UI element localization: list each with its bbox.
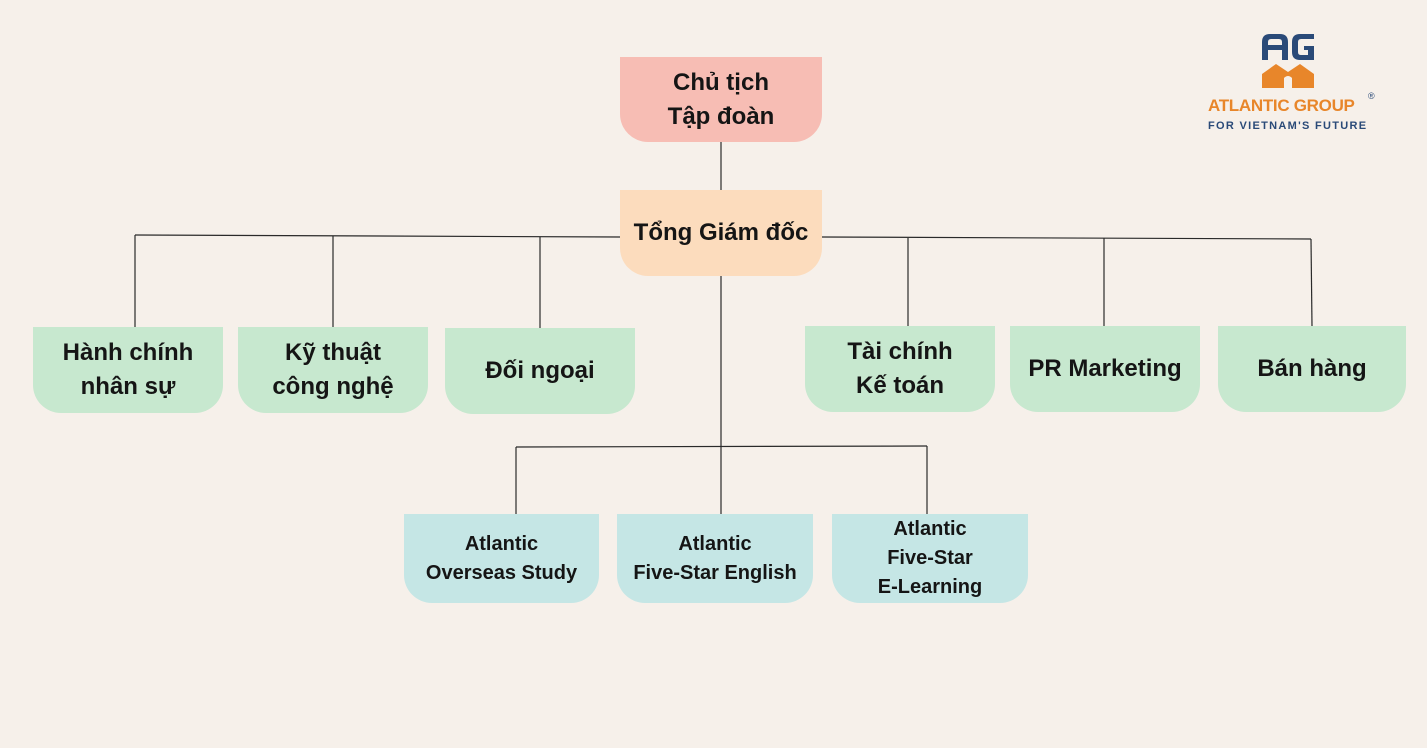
department-pr-label: PR Marketing	[1028, 355, 1182, 382]
department-tech-label: Kỹ thuật công nghệ	[272, 339, 394, 400]
subsidiary-overseas-study-box: Atlantic Overseas Study	[404, 514, 599, 603]
department-pr-box: PR Marketing	[1010, 326, 1200, 412]
chairman-box: Chủ tịch Tập đoàn	[620, 57, 822, 142]
subsidiary-e-learning-label: Atlantic Five-Star E-Learning	[877, 518, 983, 598]
department-external-label: Đối ngoại	[485, 357, 595, 384]
connector-subs-bus	[515, 445, 928, 448]
department-hr-label: Hành chính nhân sự	[62, 339, 194, 400]
department-sales-label: Bán hàng	[1257, 355, 1367, 382]
connector-bus-left	[134, 234, 621, 238]
subsidiary-five-star-english-box: Atlantic Five-Star English	[617, 514, 813, 603]
subsidiary-five-star-english-label: Atlantic Five-Star English	[633, 532, 797, 584]
department-tech-box: Kỹ thuật công nghệ	[238, 327, 428, 413]
connector-dept-6	[1310, 238, 1313, 327]
department-external-box: Đối ngoại	[445, 328, 635, 414]
chairman-label: Chủ tịch Tập đoàn	[667, 68, 775, 130]
department-finance-box: Tài chính Kế toán	[805, 326, 995, 412]
logo-name: ATLANTIC GROUP	[1208, 96, 1355, 115]
ceo-box: Tổng Giám đốc	[620, 190, 822, 276]
connector-bus-right	[821, 236, 1312, 240]
logo-mark-icon	[1262, 34, 1314, 88]
subsidiary-e-learning-box: Atlantic Five-Star E-Learning	[832, 514, 1028, 603]
company-logo: ATLANTIC GROUP ® FOR VIETNAM'S FUTURE	[1202, 30, 1382, 140]
subsidiary-overseas-study-label: Atlantic Overseas Study	[425, 532, 578, 584]
ceo-label: Tổng Giám đốc	[633, 219, 809, 246]
department-hr-box: Hành chính nhân sự	[33, 327, 223, 413]
department-sales-box: Bán hàng	[1218, 326, 1406, 412]
department-finance-label: Tài chính Kế toán	[847, 338, 953, 399]
logo-registered-mark: ®	[1368, 91, 1375, 101]
logo-tagline: FOR VIETNAM'S FUTURE	[1208, 120, 1368, 132]
